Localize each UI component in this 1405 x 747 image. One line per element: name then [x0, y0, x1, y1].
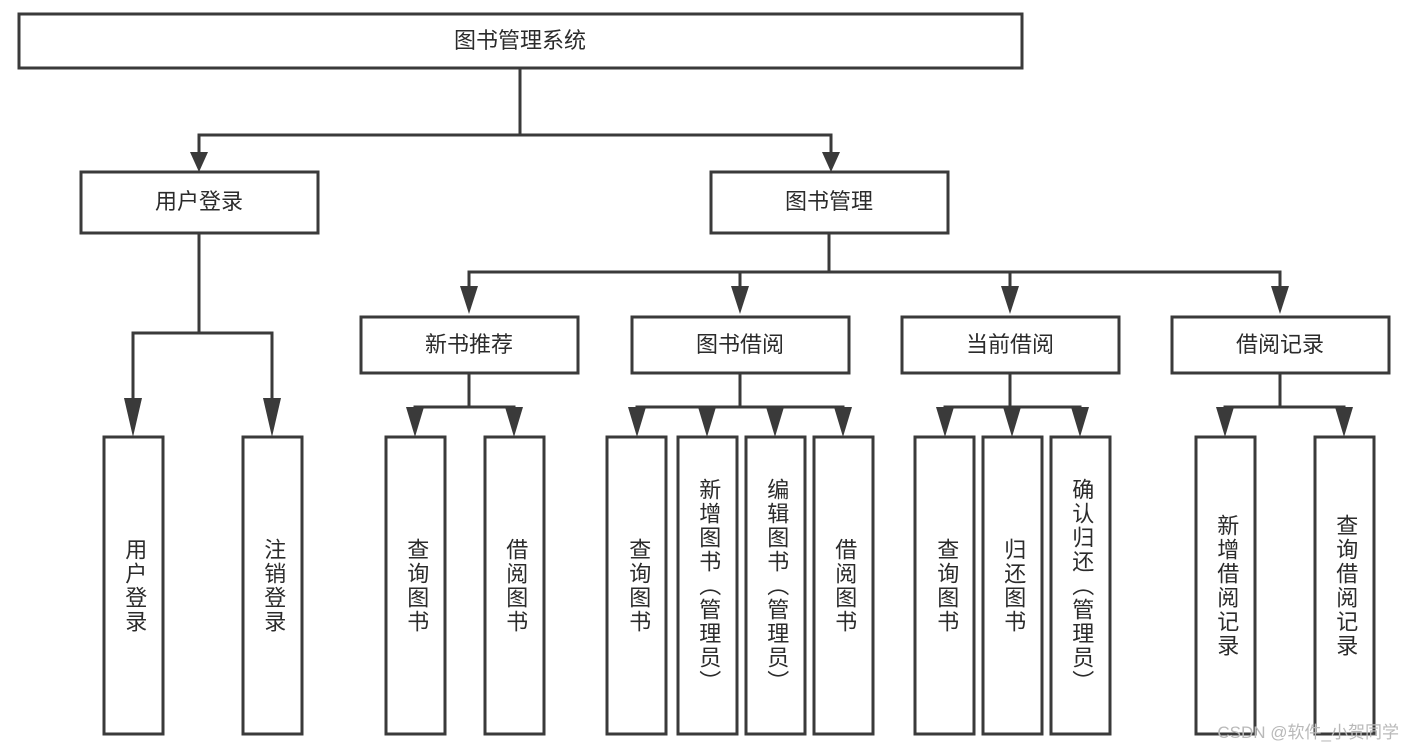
arrowhead-new-book-rec [460, 286, 478, 314]
arrowhead-user-login [190, 152, 208, 172]
arrowhead-cb-leaf-2 [1003, 407, 1021, 437]
arrowhead-nb-leaf-1 [406, 407, 424, 437]
node-book-management-box[interactable] [709, 170, 950, 235]
arrowhead-cb-leaf-1 [936, 407, 954, 437]
node-leaf-nb-borrow-book[interactable]: 借阅图书 [483, 435, 546, 736]
arrowhead-borrow-record [1271, 286, 1289, 314]
link-bookmanage-bus [467, 231, 1282, 292]
arrowhead-bb-leaf-3 [766, 407, 784, 437]
node-leaf-bb-query-book-box[interactable] [605, 435, 668, 736]
node-leaf-logout-label: 注销登录 [261, 538, 286, 634]
node-leaf-logout-box[interactable] [241, 435, 304, 736]
node-user-login-box[interactable] [79, 170, 320, 235]
node-root-label: 图书管理系统 [454, 28, 586, 53]
node-leaf-cb-return-book-box[interactable] [981, 435, 1044, 736]
node-leaf-logout[interactable]: 注销登录 [241, 435, 304, 736]
node-current-borrow-box[interactable] [900, 315, 1121, 375]
arrowhead-leaf-logout [263, 398, 281, 437]
node-book-borrow-box[interactable] [630, 315, 851, 375]
node-leaf-nb-borrow-book-label: 借阅图书 [503, 538, 528, 634]
node-current-borrow[interactable]: 当前借阅 [900, 315, 1121, 375]
node-leaf-bb-query-book[interactable]: 查询图书 [605, 435, 668, 736]
node-borrow-record[interactable]: 借阅记录 [1170, 315, 1391, 375]
node-leaf-bb-borrow-book[interactable]: 借阅图书 [812, 435, 875, 736]
node-leaf-bb-borrow-book-label: 借阅图书 [832, 538, 857, 634]
node-leaf-br-query-record-label: 查询借阅记录 [1333, 514, 1358, 658]
node-leaf-bb-add-book[interactable]: 新增图书（管理员） [676, 435, 739, 736]
arrowhead-leaf-user-login [124, 398, 142, 437]
node-leaf-nb-query-book[interactable]: 查询图书 [384, 435, 447, 736]
node-leaf-nb-query-book-box[interactable] [384, 435, 447, 736]
node-leaf-br-add-record-box[interactable] [1194, 435, 1257, 736]
node-user-login-label: 用户登录 [155, 189, 243, 214]
arrowhead-book-manage [822, 152, 840, 172]
node-leaf-bb-borrow-book-box[interactable] [812, 435, 875, 736]
node-book-borrow[interactable]: 图书借阅 [630, 315, 851, 375]
node-leaf-br-query-record-box[interactable] [1313, 435, 1376, 736]
node-current-borrow-label: 当前借阅 [966, 332, 1054, 357]
node-leaf-cb-query-book-label: 查询图书 [934, 538, 959, 634]
arrowhead-cb-leaf-3 [1071, 407, 1089, 437]
link-bookborrow-bus [635, 371, 845, 418]
arrowhead-br-leaf-1 [1216, 407, 1234, 437]
node-leaf-bb-query-book-label: 查询图书 [626, 538, 651, 634]
node-leaf-cb-confirm-return-label: 确认归还（管理员） [1069, 478, 1094, 694]
link-root-bus [197, 66, 833, 160]
node-user-login[interactable]: 用户登录 [79, 170, 320, 235]
node-leaf-bb-add-book-box[interactable] [676, 435, 739, 736]
arrowhead-bb-leaf-4 [834, 407, 852, 437]
arrowhead-book-borrow [731, 286, 749, 314]
node-leaf-cb-confirm-return[interactable]: 确认归还（管理员） [1049, 435, 1112, 736]
node-book-management-label: 图书管理 [785, 189, 873, 214]
node-leaf-br-add-record-label: 新增借阅记录 [1214, 514, 1239, 658]
node-root[interactable]: 图书管理系统 [17, 12, 1024, 70]
arrowhead-current-borrow [1001, 286, 1019, 314]
node-leaf-user-login-label: 用户登录 [122, 538, 147, 634]
node-leaf-user-login[interactable]: 用户登录 [102, 435, 165, 736]
node-leaf-bb-add-book-label: 新增图书（管理员） [696, 478, 721, 694]
link-borrowrecord-bus [1223, 371, 1346, 418]
node-leaf-cb-return-book-label: 归还图书 [1001, 538, 1026, 634]
node-book-management[interactable]: 图书管理 [709, 170, 950, 235]
node-new-book-recommend-box[interactable] [359, 315, 580, 375]
node-borrow-record-box[interactable] [1170, 315, 1391, 375]
node-root-box[interactable] [17, 12, 1024, 70]
arrowhead-bb-leaf-2 [698, 407, 716, 437]
node-leaf-br-add-record[interactable]: 新增借阅记录 [1194, 435, 1257, 736]
node-book-borrow-label: 图书借阅 [696, 332, 784, 357]
node-leaf-cb-return-book[interactable]: 归还图书 [981, 435, 1044, 736]
connector-layer [124, 66, 1353, 437]
node-leaf-nb-query-book-label: 查询图书 [404, 538, 429, 634]
node-leaf-bb-edit-book-label: 编辑图书（管理员） [764, 478, 789, 694]
node-leaf-nb-borrow-book-box[interactable] [483, 435, 546, 736]
node-new-book-recommend-label: 新书推荐 [425, 332, 513, 357]
node-leaf-bb-edit-book[interactable]: 编辑图书（管理员） [744, 435, 807, 736]
node-leaf-cb-query-book[interactable]: 查询图书 [913, 435, 976, 736]
arrowhead-nb-leaf-2 [505, 407, 523, 437]
node-leaf-cb-confirm-return-box[interactable] [1049, 435, 1112, 736]
link-userlogin-bus [131, 231, 274, 405]
link-newbook-bus [413, 371, 516, 418]
arrowhead-bb-leaf-1 [628, 407, 646, 437]
node-leaf-user-login-box[interactable] [102, 435, 165, 736]
node-leaf-bb-edit-book-box[interactable] [744, 435, 807, 736]
arrowhead-br-leaf-2 [1335, 407, 1353, 437]
node-borrow-record-label: 借阅记录 [1236, 332, 1324, 357]
node-leaf-cb-query-book-box[interactable] [913, 435, 976, 736]
node-new-book-recommend[interactable]: 新书推荐 [359, 315, 580, 375]
node-leaf-br-query-record[interactable]: 查询借阅记录 [1313, 435, 1376, 736]
